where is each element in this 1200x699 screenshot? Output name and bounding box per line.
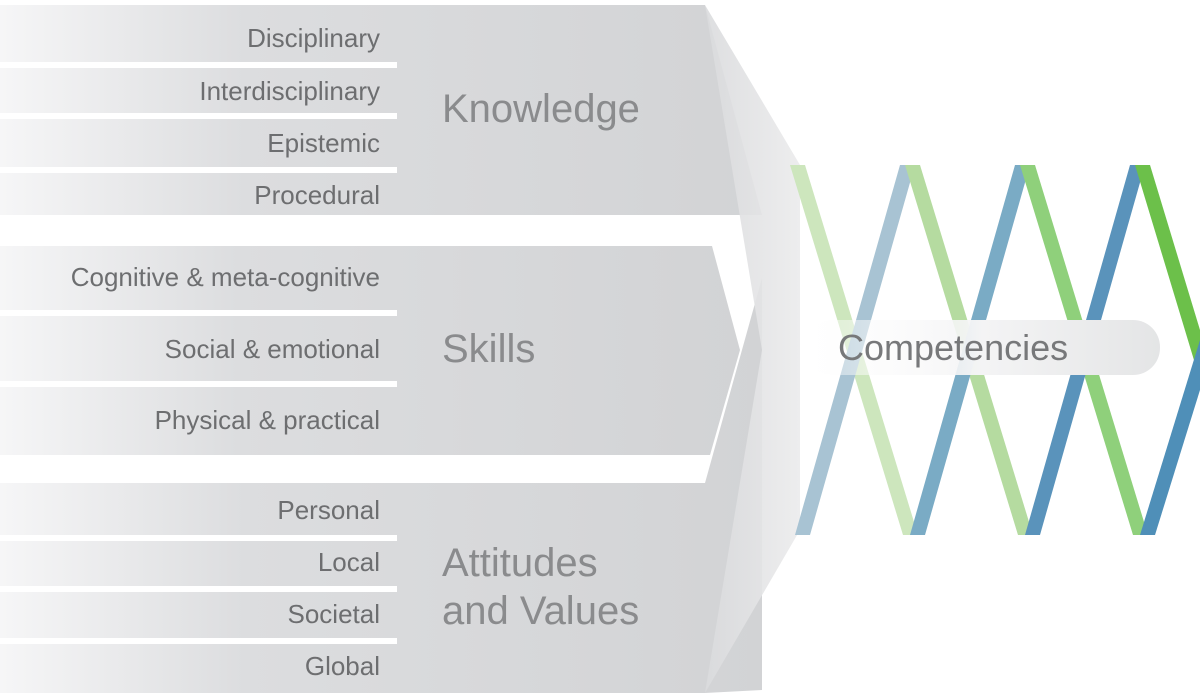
skills-item: Social & emotional <box>164 334 380 364</box>
competencies-label: Competencies <box>838 327 1069 368</box>
knowledge-band <box>0 5 762 215</box>
skills-item: Cognitive & meta-cognitive <box>70 262 380 292</box>
category-skills: Skills <box>442 327 536 371</box>
knowledge-item: Procedural <box>254 180 380 210</box>
item-dividers <box>0 62 397 644</box>
skills-band <box>0 246 740 455</box>
knowledge-item: Epistemic <box>267 128 380 158</box>
category-attitudes-line2: and Values <box>442 589 640 633</box>
category-knowledge: Knowledge <box>442 87 640 131</box>
attitudes-item: Societal <box>287 599 381 629</box>
category-attitudes-line1: Attitudes <box>442 541 598 585</box>
skills-item: Physical & practical <box>154 405 380 435</box>
competencies-pill <box>805 320 1160 375</box>
attitudes-item: Personal <box>277 495 380 525</box>
converging-wedge <box>705 5 800 693</box>
attitudes-item: Local <box>317 547 380 577</box>
knowledge-item: Disciplinary <box>247 23 380 53</box>
knowledge-item: Interdisciplinary <box>199 76 380 106</box>
attitudes-item: Global <box>304 651 380 681</box>
